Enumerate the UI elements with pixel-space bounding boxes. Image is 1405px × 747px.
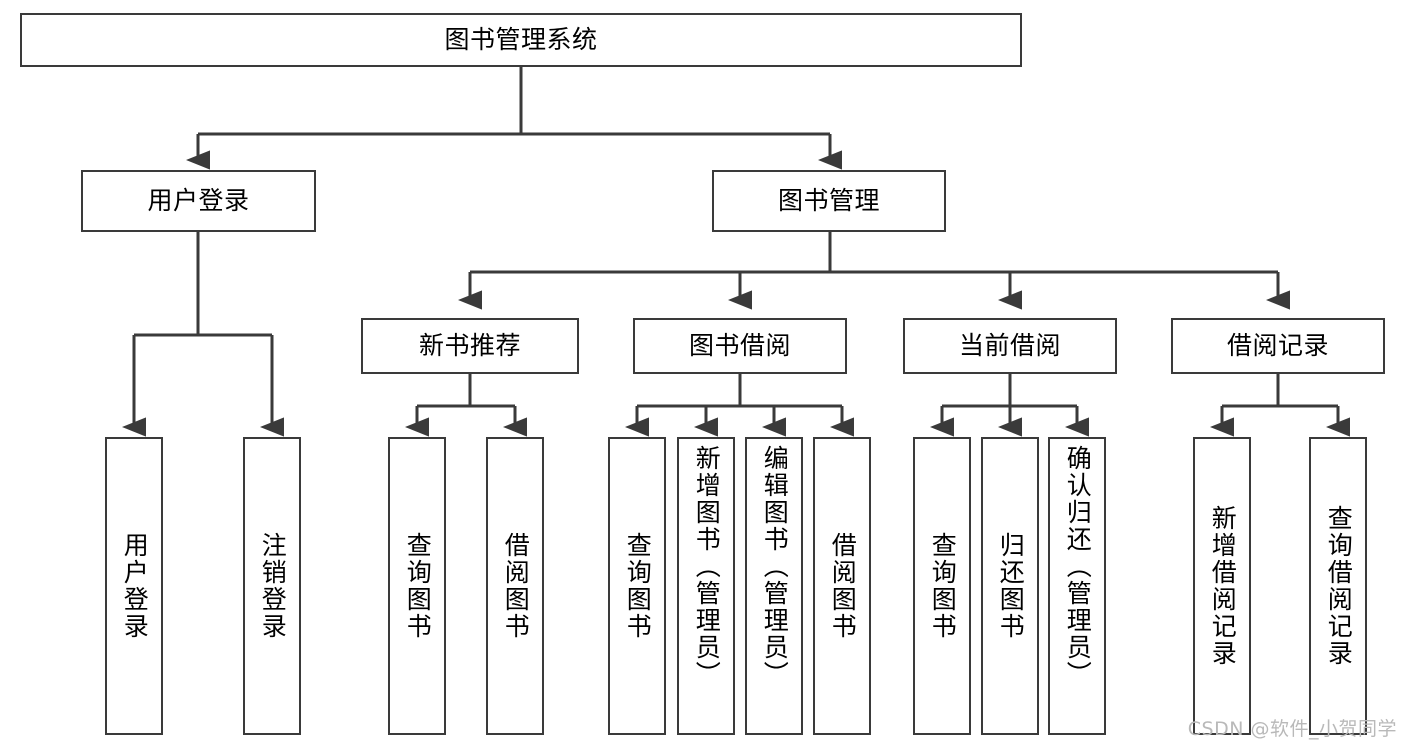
leaf-book-borrow-edit-book-admin[interactable]: 编辑图书（管理员）	[745, 437, 803, 735]
leaf-label: 归还图书	[996, 532, 1026, 640]
node-label: 借阅记录	[1226, 331, 1329, 361]
csdn-watermark: CSDN @软件_小贺同学	[1187, 718, 1397, 740]
node-book-management[interactable]: 图书管理	[712, 170, 946, 232]
leaf-label: 查询借阅记录	[1324, 505, 1354, 667]
leaf-book-borrow-borrow-book[interactable]: 借阅图书	[813, 437, 871, 735]
node-label: 当前借阅	[958, 331, 1061, 361]
leaf-label: 注销登录	[258, 532, 288, 640]
leaf-current-borrow-query-book[interactable]: 查询图书	[913, 437, 971, 735]
leaf-label: 借阅图书	[501, 532, 531, 640]
leaf-user-login-logout[interactable]: 注销登录	[243, 437, 301, 735]
leaf-label: 查询图书	[623, 532, 653, 640]
leaf-label: 编辑图书（管理员）	[760, 445, 790, 688]
leaf-borrow-records-query-record[interactable]: 查询借阅记录	[1309, 437, 1367, 735]
node-label: 图书管理系统	[444, 25, 598, 55]
node-user-login[interactable]: 用户登录	[81, 170, 316, 232]
node-borrow-records[interactable]: 借阅记录	[1171, 318, 1385, 374]
leaf-book-borrow-add-book-admin[interactable]: 新增图书（管理员）	[677, 437, 735, 735]
leaf-label: 新增图书（管理员）	[692, 445, 722, 688]
leaf-book-borrow-query-book[interactable]: 查询图书	[608, 437, 666, 735]
leaf-new-book-borrow-book[interactable]: 借阅图书	[486, 437, 544, 735]
node-new-book-recommend[interactable]: 新书推荐	[361, 318, 579, 374]
leaf-label: 新增借阅记录	[1208, 505, 1238, 667]
node-label: 用户登录	[147, 186, 250, 216]
leaf-label: 用户登录	[120, 532, 150, 640]
leaf-current-borrow-return-book[interactable]: 归还图书	[981, 437, 1039, 735]
node-label: 图书借阅	[688, 331, 791, 361]
leaf-user-login-login[interactable]: 用户登录	[105, 437, 163, 735]
leaf-borrow-records-add-record[interactable]: 新增借阅记录	[1193, 437, 1251, 735]
leaf-current-borrow-confirm-return-admin[interactable]: 确认归还（管理员）	[1048, 437, 1106, 735]
leaf-new-book-query-book[interactable]: 查询图书	[388, 437, 446, 735]
node-book-borrow[interactable]: 图书借阅	[633, 318, 847, 374]
node-root-book-management-system[interactable]: 图书管理系统	[20, 13, 1022, 67]
node-label: 图书管理	[777, 186, 880, 216]
leaf-label: 确认归还（管理员）	[1063, 445, 1093, 688]
leaf-label: 借阅图书	[828, 532, 858, 640]
leaf-label: 查询图书	[928, 532, 958, 640]
leaf-label: 查询图书	[403, 532, 433, 640]
node-label: 新书推荐	[418, 331, 521, 361]
node-current-borrow[interactable]: 当前借阅	[903, 318, 1117, 374]
